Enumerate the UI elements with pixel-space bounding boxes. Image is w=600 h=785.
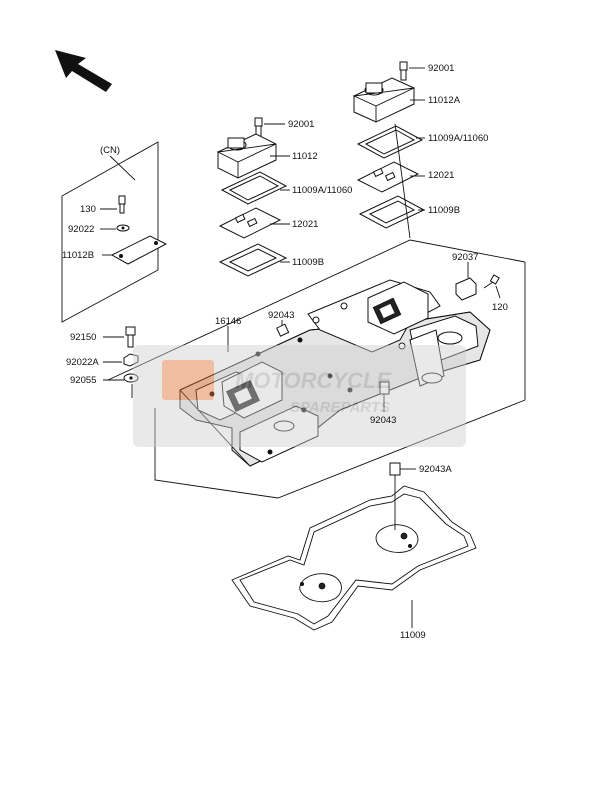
label-92043-upper: 92043 xyxy=(268,310,294,321)
label-11012: 11012 xyxy=(292,151,318,162)
head-cover-gasket-11009 xyxy=(231,485,477,631)
dowel-pin-92043-lower xyxy=(379,381,390,412)
breather-cover-11012 xyxy=(216,133,277,179)
gasket-11009a-11060-right xyxy=(356,125,424,159)
label-11009a-11060-top: 11009A/11060 xyxy=(428,133,488,144)
gasket-11009a-11060 xyxy=(220,171,288,205)
label-11009b-mid: 11009B xyxy=(292,257,324,268)
label-11012b: 11012B xyxy=(62,250,94,261)
clamp-92037 xyxy=(455,262,477,301)
label-11012a: 11012A xyxy=(428,95,461,106)
dowel-pin-92043a xyxy=(389,462,416,530)
cn-frame: (CN) xyxy=(61,141,159,323)
cover-plate-11012b xyxy=(110,235,168,265)
label-11009a-11060-mid: 11009A/11060 xyxy=(292,185,352,196)
label-cn: (CN) xyxy=(100,145,120,156)
label-11009b-top: 11009B xyxy=(428,205,460,216)
watermark-logo: MOTORCYCLE SPAREPARTS xyxy=(133,345,466,447)
gasket-11009b xyxy=(218,243,288,277)
reed-plate-12021 xyxy=(218,207,282,239)
label-92022: 92022 xyxy=(68,224,94,235)
label-130: 130 xyxy=(80,204,96,215)
part-labels: 92001 11012A 11009A/11060 12021 11009B 9… xyxy=(62,63,508,641)
bolt-130 xyxy=(118,195,126,214)
label-11009: 11009 xyxy=(400,630,426,641)
label-16146: 16146 xyxy=(215,316,241,327)
label-12021-mid: 12021 xyxy=(292,219,318,230)
label-92055: 92055 xyxy=(70,375,96,386)
label-12021-top: 12021 xyxy=(428,170,454,181)
label-92043a: 92043A xyxy=(419,464,452,475)
left-cover-stack xyxy=(216,117,290,277)
right-cover-stack xyxy=(352,61,426,239)
nut-92022a xyxy=(123,353,139,367)
washer-92055 xyxy=(123,373,139,383)
label-92037: 92037 xyxy=(452,252,478,263)
cn-parts xyxy=(100,195,168,265)
watermark-line2: SPAREPARTS xyxy=(290,399,390,416)
label-92001-top: 92001 xyxy=(428,63,454,74)
reed-plate-12021-right xyxy=(356,161,420,193)
gasket-11009b-right xyxy=(358,195,426,229)
breather-cover-11012a xyxy=(352,77,415,123)
direction-arrow-icon xyxy=(55,50,112,92)
main-assembly-frame xyxy=(107,239,526,499)
breather-housing-bridge xyxy=(307,279,445,387)
watermark-line1: MOTORCYCLE xyxy=(235,368,392,393)
label-92150: 92150 xyxy=(70,332,96,343)
label-120: 120 xyxy=(492,302,508,313)
label-92043-lower: 92043 xyxy=(370,415,396,426)
label-92022a: 92022A xyxy=(66,357,99,368)
bolt-120 xyxy=(483,274,501,299)
bolt-92150 xyxy=(125,326,136,348)
label-92001-mid: 92001 xyxy=(288,119,314,130)
dowel-pin-92043-upper xyxy=(276,320,290,337)
